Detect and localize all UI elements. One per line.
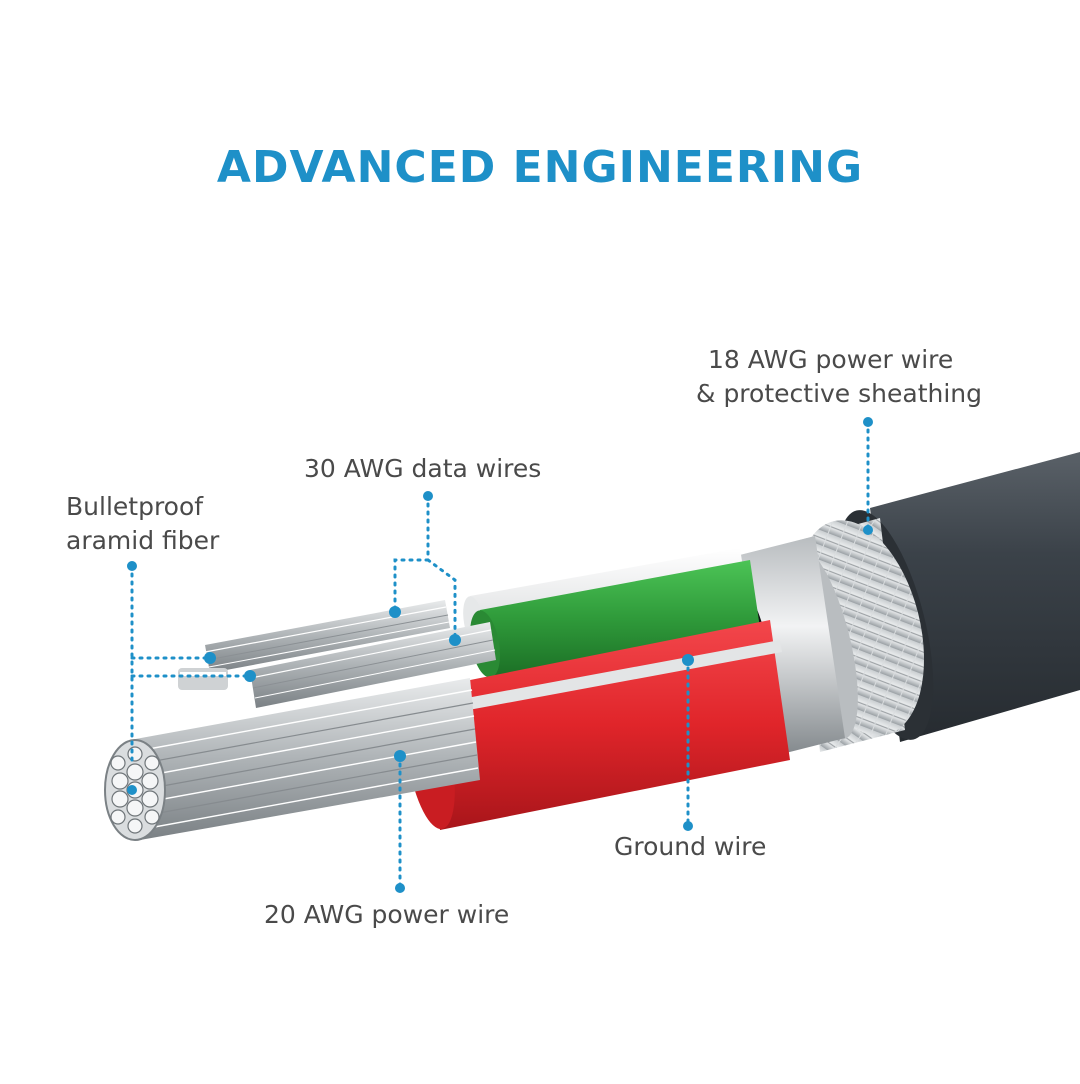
- label-data-wires: 30 AWG data wires: [304, 452, 541, 486]
- label-power-20-text: 20 AWG power wire: [264, 900, 510, 929]
- callout-dot-ground-bottom: [683, 821, 693, 831]
- label-power-sheathing: 18 AWG power wire & protective sheathing: [696, 343, 982, 411]
- data-wire-strands-upper: [204, 600, 450, 673]
- callout-dot-data-b: [449, 634, 461, 646]
- callout-dot-data-a: [389, 606, 401, 618]
- callout-dot-aramid-a: [204, 652, 216, 664]
- callout-dot-ground: [682, 654, 694, 666]
- label-power-20: 20 AWG power wire: [264, 898, 509, 932]
- label-aramid-line2: aramid fiber: [66, 526, 220, 555]
- label-power-sheathing-line1: 18 AWG power wire: [708, 345, 954, 374]
- label-power-sheathing-line2: & protective sheathing: [696, 379, 983, 408]
- callout-dot-power-20-bottom: [395, 883, 405, 893]
- power-wire-20-strands: [130, 678, 480, 840]
- callout-lines: [130, 420, 870, 890]
- callout-dot-sheath: [863, 525, 873, 535]
- callout-dot-sheath-top: [863, 417, 873, 427]
- label-aramid-fiber: Bulletproof aramid fiber: [66, 490, 219, 558]
- callout-dot-data-top: [423, 491, 433, 501]
- label-ground-wire: Ground wire: [614, 830, 766, 864]
- callout-dot-aramid-top: [127, 561, 137, 571]
- callout-line-data-a: [393, 494, 430, 614]
- callout-dots: [127, 417, 873, 893]
- callout-line-data-b: [426, 558, 457, 642]
- label-data-wires-text: 30 AWG data wires: [304, 454, 542, 483]
- callout-dot-aramid-core: [127, 785, 137, 795]
- callout-dot-aramid-b: [244, 670, 256, 682]
- aramid-fiber-bundle: [178, 668, 228, 690]
- label-ground-wire-text: Ground wire: [614, 832, 767, 861]
- page-title: ADVANCED ENGINEERING: [216, 142, 864, 193]
- callout-dot-power-20: [394, 750, 406, 762]
- label-aramid-line1: Bulletproof: [66, 492, 204, 521]
